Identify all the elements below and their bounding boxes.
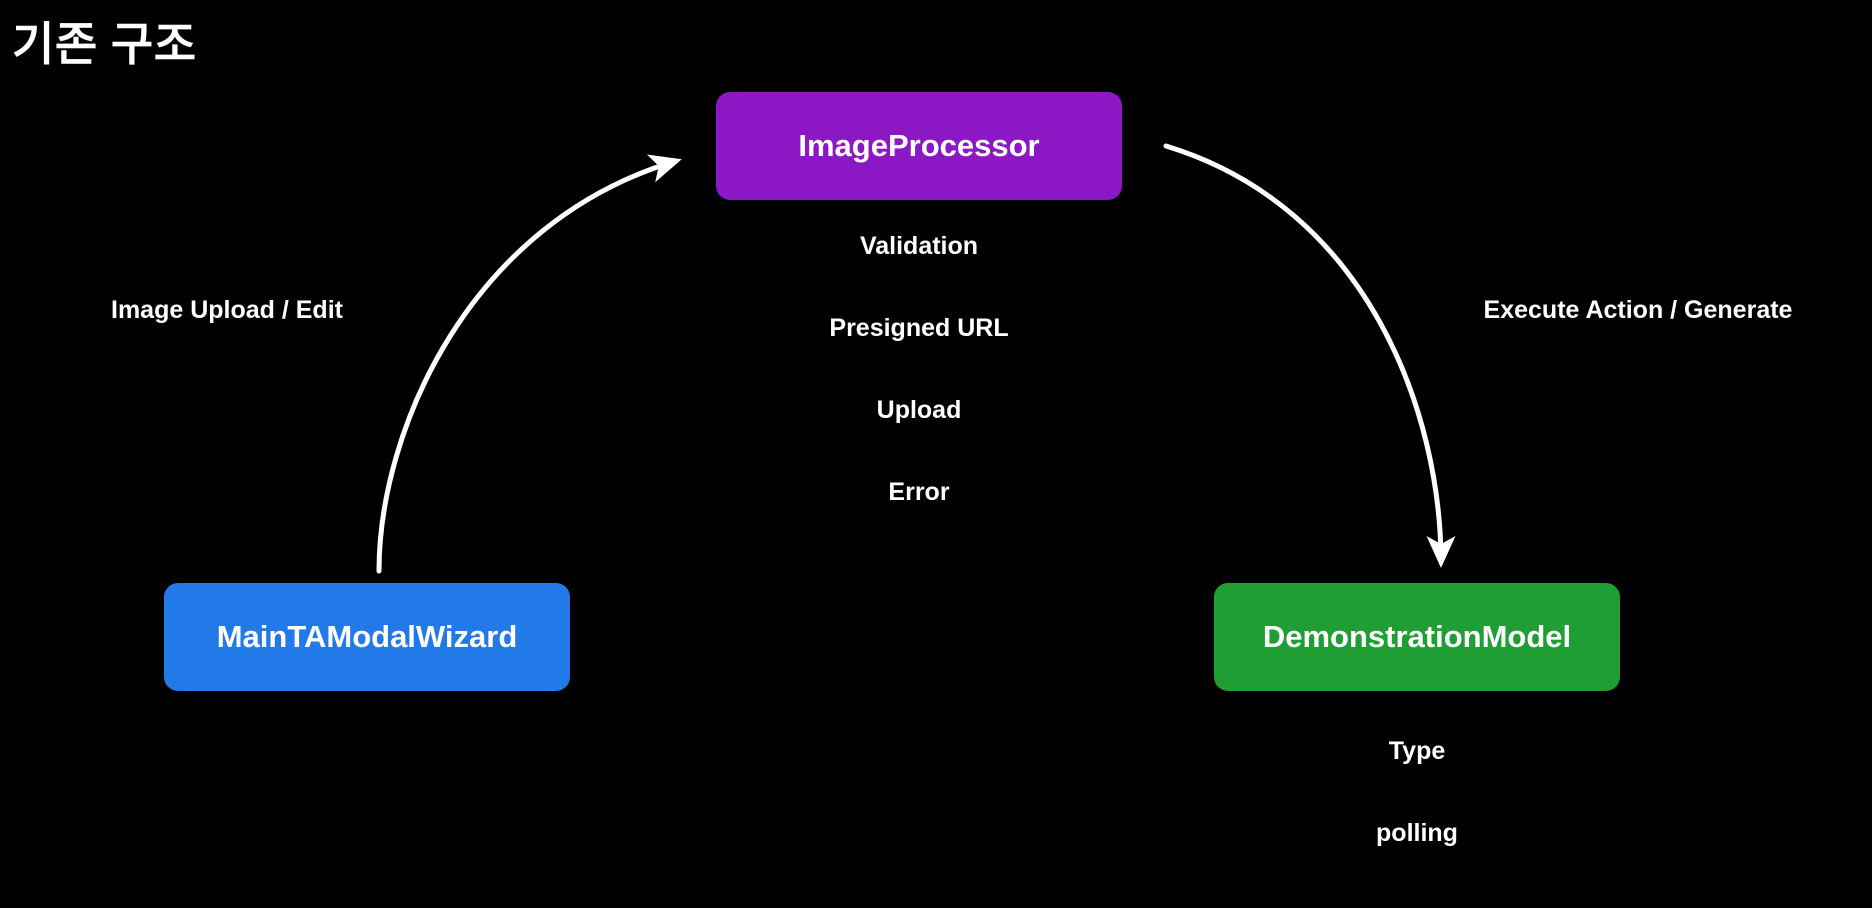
page-title: 기존 구조 bbox=[12, 18, 197, 70]
edge-label-left: Image Upload / Edit bbox=[111, 296, 343, 324]
processor-item-upload: Upload bbox=[876, 396, 962, 424]
edge-label-right: Execute Action / Generate bbox=[1483, 296, 1793, 324]
node-demonstration-model-label: DemonstrationModel bbox=[1262, 619, 1572, 654]
node-main-upload-wizard-label: MainTAModalWizard bbox=[216, 619, 518, 654]
processor-item-error: Error bbox=[888, 478, 950, 506]
node-main-upload-wizard[interactable]: MainTAModalWizard bbox=[164, 583, 570, 691]
arrow-processor-to-model bbox=[1163, 143, 1456, 569]
arrow-wizard-to-processor bbox=[376, 154, 682, 574]
node-image-processor-label: ImageProcessor bbox=[798, 128, 1040, 163]
processor-item-presigned-url: Presigned URL bbox=[829, 314, 1009, 342]
node-image-processor[interactable]: ImageProcessor bbox=[716, 92, 1122, 200]
processor-item-validation: Validation bbox=[859, 232, 979, 260]
node-demonstration-model[interactable]: DemonstrationModel bbox=[1214, 583, 1620, 691]
model-item-polling: polling bbox=[1376, 819, 1458, 847]
model-item-type: Type bbox=[1388, 737, 1446, 765]
